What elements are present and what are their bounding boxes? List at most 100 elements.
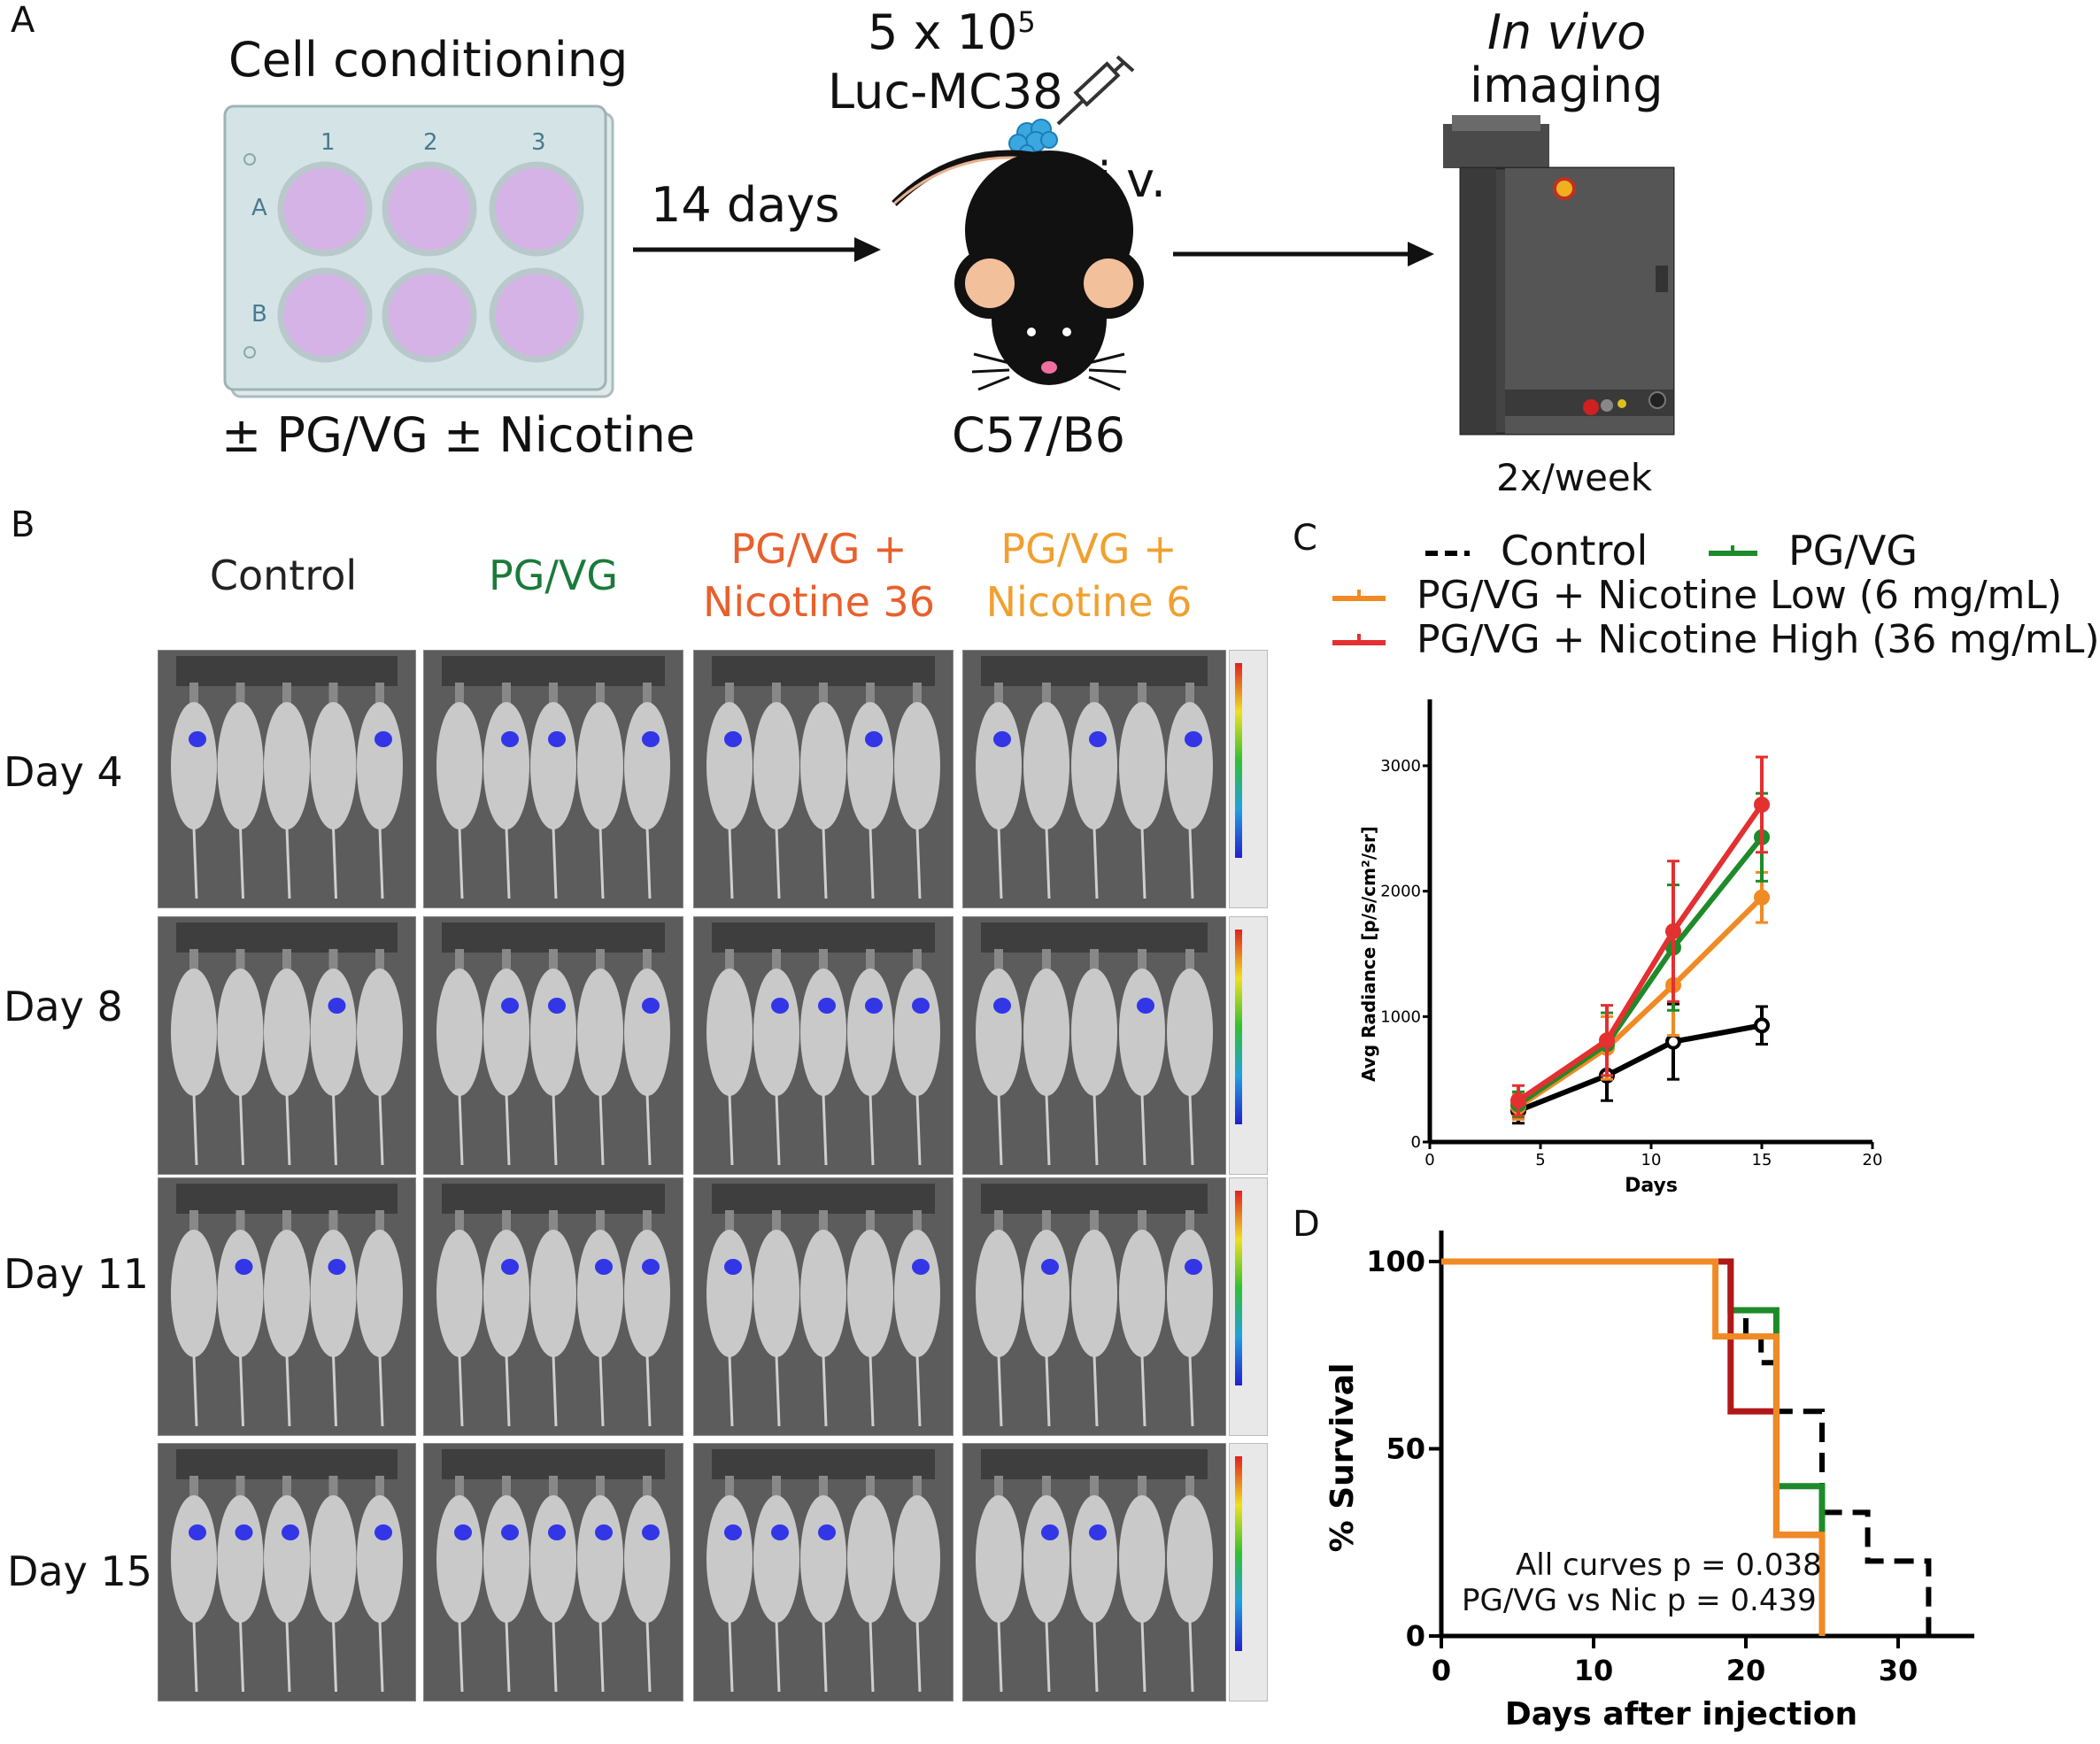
x-tick-label: 20 xyxy=(1726,1654,1766,1687)
mouse-tail xyxy=(1188,1093,1194,1166)
mouse-body xyxy=(1023,702,1069,830)
day-label-11: Day 11 xyxy=(4,1250,149,1298)
mouse-tail xyxy=(1092,1354,1099,1427)
mouse-body xyxy=(847,702,893,830)
mouse-body xyxy=(483,702,529,830)
mouse-tail xyxy=(775,1354,781,1427)
mouse-tail xyxy=(1140,1354,1147,1427)
nose-cone-bar xyxy=(176,922,398,953)
mouse-body xyxy=(706,968,753,1096)
mouse-tail xyxy=(728,1354,734,1427)
mouse-tail xyxy=(728,1620,734,1693)
mouse-tail xyxy=(997,1093,1003,1166)
nose-cone-bar xyxy=(981,1449,1208,1479)
series-line xyxy=(1517,1022,1763,1114)
signal-spot xyxy=(818,1524,836,1540)
plate-col-1: 1 xyxy=(320,129,336,156)
mouse-body xyxy=(800,968,846,1096)
bioluminescence-image xyxy=(962,1443,1226,1702)
mouse-tail xyxy=(239,1354,244,1427)
mouse-body xyxy=(217,1230,264,1357)
signal-spot xyxy=(235,1259,253,1275)
bioluminescence-image xyxy=(158,916,416,1175)
signal-spot xyxy=(374,1524,392,1540)
mouse-body xyxy=(800,702,846,830)
signal-spot xyxy=(235,1524,253,1540)
signal-spot xyxy=(771,1524,789,1540)
signal-spot xyxy=(595,1524,613,1540)
signal-spot xyxy=(642,1259,660,1275)
mouse-tail xyxy=(458,1354,464,1427)
bioluminescence-image xyxy=(962,1177,1226,1436)
mouse-body xyxy=(624,1495,670,1623)
nose-cone-bar xyxy=(981,922,1208,953)
survival-annotation-pgvg-vs-nic: PG/VG vs Nic p = 0.439 xyxy=(1462,1583,1817,1618)
mouse-body xyxy=(530,968,576,1096)
mouse-body xyxy=(310,1230,357,1357)
mouse-tail xyxy=(598,1354,605,1427)
mouse-body xyxy=(264,968,310,1096)
mouse-body xyxy=(847,1230,893,1357)
x-tick-label: 5 xyxy=(1535,1151,1545,1169)
mouse-body xyxy=(171,702,217,830)
color-scale-bar xyxy=(1229,650,1268,908)
data-point xyxy=(1599,1032,1615,1049)
mouse-body xyxy=(1167,968,1213,1096)
mouse-tail xyxy=(1092,1620,1099,1693)
signal-spot xyxy=(548,1524,566,1540)
group-header-line2: Nicotine 6 xyxy=(985,578,1193,626)
mouse-body xyxy=(706,1230,753,1357)
mouse-tail xyxy=(1092,1093,1099,1166)
mouse-tail xyxy=(728,827,734,899)
mouse-tail xyxy=(645,1093,652,1166)
plate-row-a: A xyxy=(251,195,267,221)
mouse-body xyxy=(800,1230,846,1357)
mouse-tail xyxy=(598,1620,605,1693)
y-tick-label: 1000 xyxy=(1380,1007,1421,1026)
signal-spot xyxy=(724,1259,742,1275)
mouse-tail xyxy=(1092,827,1099,899)
mouse-tail xyxy=(645,1354,652,1427)
mouse-body xyxy=(847,968,893,1096)
mouse-tail xyxy=(997,827,1003,899)
bioluminescence-image xyxy=(158,650,416,908)
mouse-body xyxy=(577,1495,623,1623)
bioluminescence-image xyxy=(693,1443,953,1702)
mouse-body xyxy=(310,702,357,830)
x-axis-label: Days after injection xyxy=(1505,1696,1857,1732)
mouse-body xyxy=(1119,968,1165,1096)
mouse-tail xyxy=(378,1620,384,1693)
mouse-tail xyxy=(1045,827,1051,899)
x-tick-label: 10 xyxy=(1641,1151,1662,1169)
mouse-body xyxy=(1167,1230,1213,1357)
plate-col-3: 3 xyxy=(531,129,546,156)
mouse-body xyxy=(1119,1230,1165,1357)
group-header-pgvg: PG/VG xyxy=(421,549,686,602)
signal-spot xyxy=(912,1259,930,1275)
signal-spot xyxy=(548,731,566,747)
series-line xyxy=(1517,803,1764,1103)
signal-spot xyxy=(189,1524,206,1540)
mouse-body xyxy=(894,702,940,830)
panel-letter-d: D xyxy=(1293,1204,1320,1245)
mouse-body xyxy=(530,702,576,830)
signal-spot xyxy=(548,998,566,1014)
signal-spot xyxy=(1041,1524,1059,1540)
data-point xyxy=(1510,1092,1526,1109)
mouse-tail xyxy=(378,1093,384,1166)
mouse-tail xyxy=(285,1354,291,1427)
mouse-body xyxy=(1023,1495,1069,1623)
nose-cone-bar xyxy=(712,656,935,686)
dose-line1: 5 x 105 xyxy=(868,4,1036,60)
mouse-tail xyxy=(598,827,605,899)
mouse-tail xyxy=(1140,827,1147,899)
mouse-strain: C57/B6 xyxy=(952,407,1126,463)
signal-spot xyxy=(771,998,789,1014)
nose-cone-bar xyxy=(981,1184,1208,1214)
legend-nic-low: PG/VG + Nicotine Low (6 mg/mL) xyxy=(1417,573,2063,618)
mouse-tail xyxy=(192,1093,198,1166)
mouse-body xyxy=(1119,1495,1165,1623)
plate-title: Cell conditioning xyxy=(228,32,629,88)
mouse-tail xyxy=(822,1093,828,1166)
